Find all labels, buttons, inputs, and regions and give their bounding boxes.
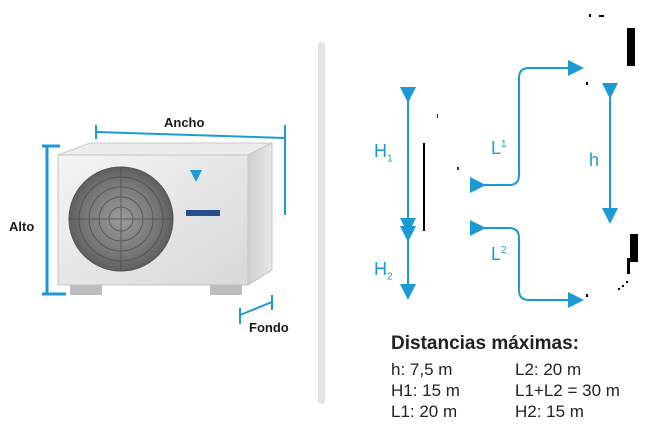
brand-logo-icon	[190, 170, 202, 182]
indoor-unit-lower	[630, 234, 638, 262]
distance-L2: L2: 20 m	[515, 360, 582, 379]
L1-path	[470, 60, 584, 193]
outdoor-unit-marker	[423, 143, 425, 231]
distance-L1-L2: L1+L2 = 30 m	[515, 381, 620, 400]
H2-label: H2	[374, 259, 393, 283]
brand-label	[186, 210, 220, 216]
outdoor-unit-illustration	[42, 125, 286, 324]
distance-H2: H2: 15 m	[515, 402, 584, 421]
distance-h: h: 7,5 m	[391, 360, 453, 379]
unit-side	[247, 142, 273, 286]
L2-label: L2	[491, 244, 507, 264]
piping-schematic	[400, 14, 638, 308]
width-label: Ancho	[164, 115, 205, 130]
depth-dimension-line	[239, 301, 273, 316]
unit-top	[57, 142, 273, 156]
depth-label: Fondo	[249, 320, 289, 335]
distance-H1: H1: 15 m	[391, 381, 460, 400]
distance-L1: L1: 20 m	[391, 402, 458, 421]
distances-title: Distancias máximas:	[391, 333, 579, 354]
indoor-unit-upper	[627, 28, 635, 66]
width-dimension-line	[95, 131, 286, 139]
L2-path	[470, 220, 584, 308]
L1-label: L1	[491, 138, 507, 158]
h-label: h	[589, 150, 600, 170]
H1-label: H1	[374, 141, 393, 165]
height-label: Alto	[9, 219, 35, 234]
distances-table: h: 7,5 m L2: 20 m H1: 15 m L1+L2 = 30 m …	[391, 359, 653, 422]
panel-separator	[318, 42, 325, 404]
